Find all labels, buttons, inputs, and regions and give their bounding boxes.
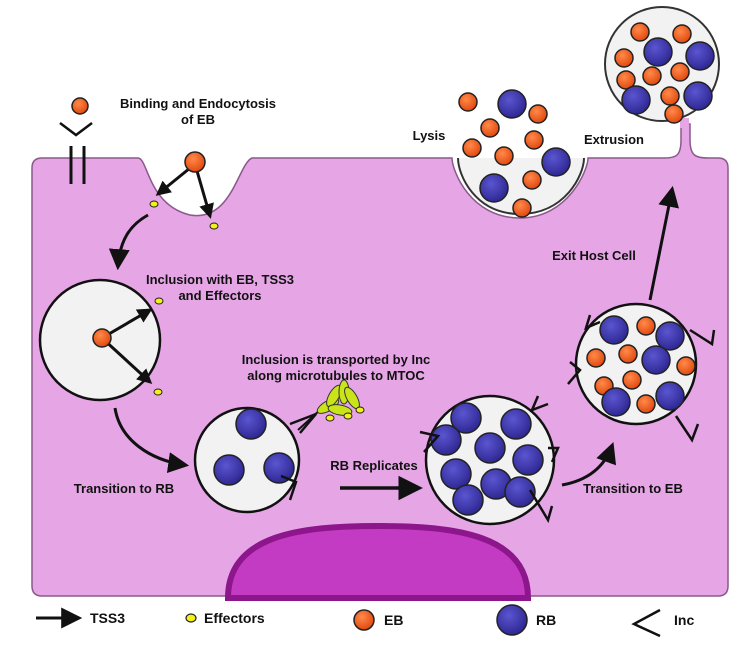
legend-rb-icon <box>496 604 528 636</box>
inclusion-replicating <box>419 394 560 526</box>
legend-eb-label: EB <box>384 612 403 628</box>
legend-inc-label: Inc <box>674 612 694 628</box>
extrusion-particles <box>614 22 715 124</box>
label-inclusion-1: Inclusion with EB, TSS3 <box>146 272 294 287</box>
inclusion-eb <box>38 278 164 402</box>
receptor-icon <box>59 97 93 184</box>
label-extrusion: Extrusion <box>584 132 644 147</box>
arrow-transition-rb <box>113 407 190 474</box>
label-inclusion-2: and Effectors <box>178 288 261 303</box>
arrow-endocytosis <box>108 213 149 271</box>
label-transition-eb: Transition to EB <box>583 481 683 496</box>
label-transported-1: Inclusion is transported by Inc <box>242 352 431 367</box>
host-nucleus <box>224 522 532 601</box>
arrow-exit <box>648 185 680 301</box>
label-rb-replicates: RB Replicates <box>330 458 417 473</box>
arrow-transition-eb <box>561 442 617 487</box>
inclusion-rb <box>193 406 317 514</box>
legend: TSS3 Effectors EB RB Inc <box>36 604 694 638</box>
inclusion-mixed <box>567 302 716 443</box>
label-lysis: Lysis <box>413 128 446 143</box>
inc-microtubule-icon <box>297 379 365 431</box>
label-transition-rb: Transition to RB <box>74 481 174 496</box>
binding-eb <box>149 151 219 230</box>
legend-effectors-label: Effectors <box>204 610 265 626</box>
legend-eb-icon <box>353 609 375 631</box>
legend-effectors-icon <box>185 613 197 623</box>
label-binding-2: of EB <box>181 112 215 127</box>
legend-tss3-label: TSS3 <box>90 610 125 626</box>
label-binding-1: Binding and Endocytosis <box>120 96 276 111</box>
legend-inc-icon <box>631 608 661 638</box>
label-transported-2: along microtubules to MTOC <box>247 368 425 383</box>
legend-rb-label: RB <box>536 612 556 628</box>
lysis-particles <box>458 89 571 218</box>
label-exit: Exit Host Cell <box>552 248 636 263</box>
